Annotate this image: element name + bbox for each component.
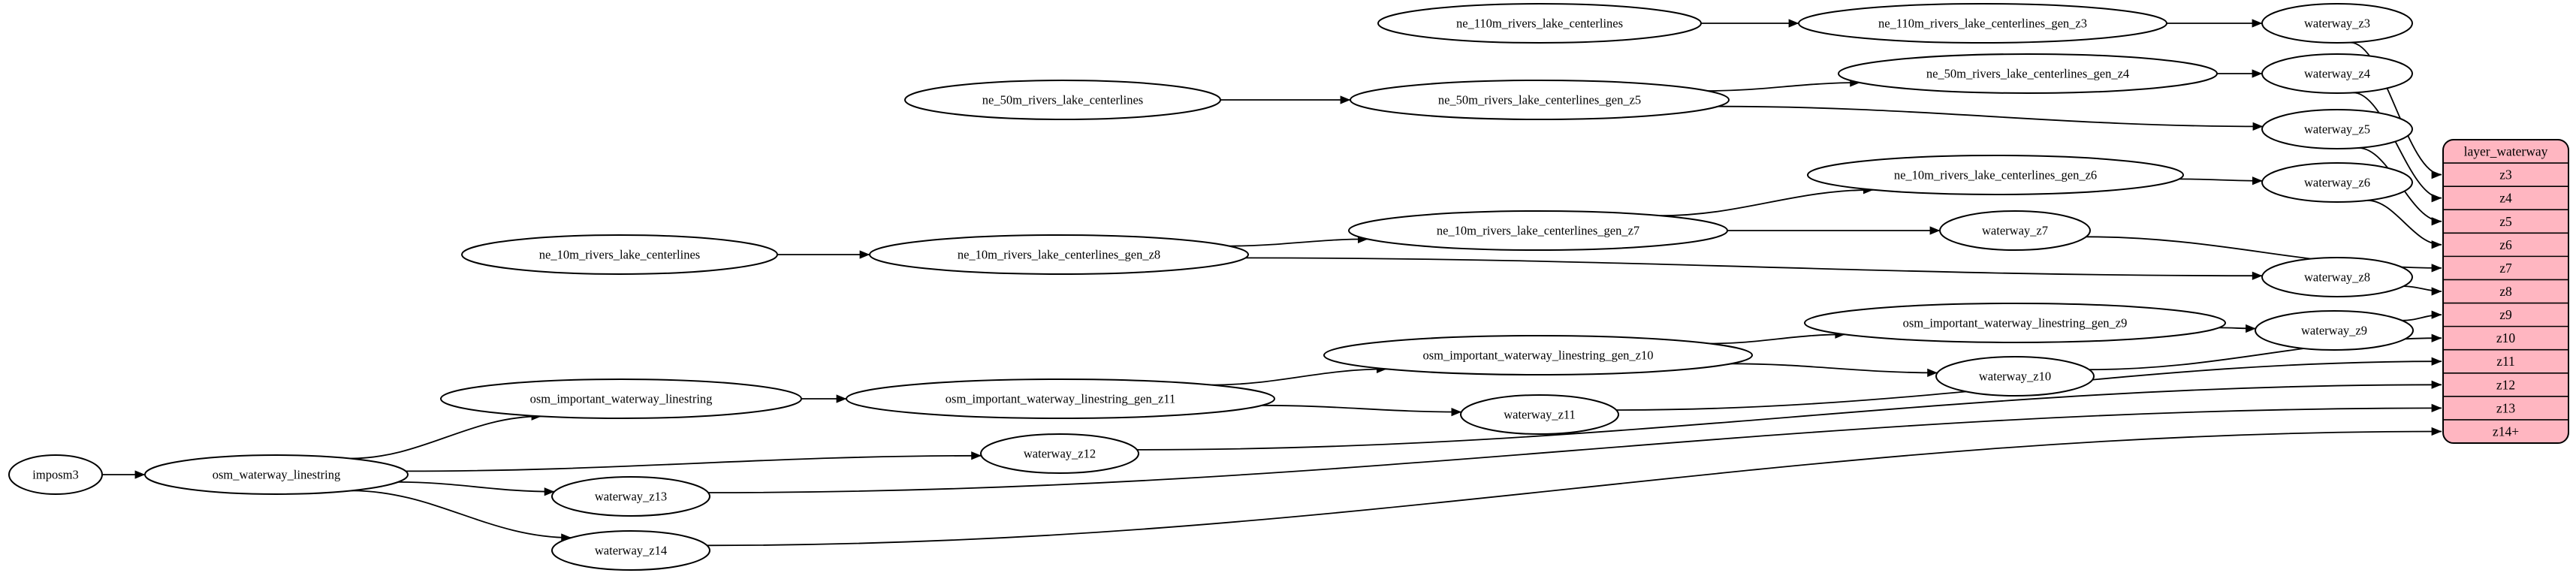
table-row-z14+: z14+: [2493, 424, 2519, 439]
node-label-waterway_z8: waterway_z8: [2304, 270, 2370, 285]
node-label-waterway_z4: waterway_z4: [2304, 67, 2370, 81]
node-label-waterway_z9: waterway_z9: [2301, 324, 2367, 338]
node-waterway_z9: waterway_z9: [2255, 310, 2414, 351]
node-label-waterway_z11: waterway_z11: [1504, 408, 1576, 422]
node-waterway_z14: waterway_z14: [551, 530, 710, 571]
edges-layer: [101, 19, 2442, 547]
node-waterway_z5: waterway_z5: [2261, 109, 2413, 149]
node-label-ne_10m_rivers_lake_centerlines_gen_z6: ne_10m_rivers_lake_centerlines_gen_z6: [1894, 168, 2097, 182]
table-title: layer_waterway: [2464, 144, 2548, 159]
node-ne_10m_rivers_lake_centerlines: ne_10m_rivers_lake_centerlines: [461, 234, 778, 275]
edge-waterway_z9-to-layer_waterway-z9: [2402, 310, 2442, 321]
edge-waterway_z8-to-layer_waterway-z8: [2403, 285, 2442, 296]
node-ne_110m_rivers_lake_centerlines: ne_110m_rivers_lake_centerlines: [1377, 3, 1702, 44]
node-osm_important_waterway_linestring: osm_important_waterway_linestring: [440, 378, 802, 419]
node-label-osm_important_waterway_linestring_gen_z10: osm_important_waterway_linestring_gen_z1…: [1422, 348, 1653, 363]
node-ne_50m_rivers_lake_centerlines_gen_z5: ne_50m_rivers_lake_centerlines_gen_z5: [1350, 80, 1730, 120]
node-label-waterway_z7: waterway_z7: [1982, 224, 2048, 238]
edge-osm_waterway_linestring-to-waterway_z14: [351, 490, 572, 542]
table-row-z5: z5: [2499, 214, 2512, 229]
node-waterway_z8: waterway_z8: [2261, 257, 2413, 297]
node-ne_50m_rivers_lake_centerlines_gen_z4: ne_50m_rivers_lake_centerlines_gen_z4: [1838, 53, 2218, 94]
node-osm_important_waterway_linestring_gen_z11: osm_important_waterway_linestring_gen_z1…: [846, 378, 1275, 419]
node-imposm3: imposm3: [8, 454, 103, 495]
edge-ne_10m_rivers_lake_centerlines_gen_z7-to-ne_10m_rivers_lake_centerlines_gen_z6: [1661, 185, 1874, 217]
edge-waterway_z4-to-layer_waterway-z4: [2353, 92, 2442, 203]
table-row-z3: z3: [2499, 167, 2512, 182]
node-ne_10m_rivers_lake_centerlines_gen_z6: ne_10m_rivers_lake_centerlines_gen_z6: [1807, 155, 2184, 195]
node-label-waterway_z14: waterway_z14: [595, 544, 667, 558]
node-label-osm_important_waterway_linestring_gen_z9: osm_important_waterway_linestring_gen_z9: [1903, 316, 2128, 330]
edge-osm_important_waterway_linestring_gen_z11-to-osm_important_waterway_linestring_gen_z10: [1211, 364, 1387, 386]
table-row-z4: z4: [2499, 191, 2512, 206]
node-label-ne_50m_rivers_lake_centerlines_gen_z5: ne_50m_rivers_lake_centerlines_gen_z5: [1438, 93, 1641, 107]
node-label-waterway_z10: waterway_z10: [1979, 369, 2051, 384]
table-row-z10: z10: [2496, 330, 2516, 345]
table-layer_waterway: layer_waterway z3 z4 z5 z6 z7 z8 z9 z10 z11 z12 z13…: [2442, 139, 2569, 444]
table-row-z6: z6: [2499, 237, 2512, 252]
node-waterway_z10: waterway_z10: [1935, 356, 2095, 397]
node-label-imposm3: imposm3: [32, 468, 78, 482]
table-row-z11: z11: [2496, 354, 2515, 369]
node-label-ne_110m_rivers_lake_centerlines_gen_z3: ne_110m_rivers_lake_centerlines_gen_z3: [1878, 17, 2087, 31]
node-label-ne_50m_rivers_lake_centerlines_gen_z4: ne_50m_rivers_lake_centerlines_gen_z4: [1926, 67, 2129, 81]
node-label-osm_important_waterway_linestring_gen_z11: osm_important_waterway_linestring_gen_z1…: [946, 392, 1175, 406]
node-label-osm_waterway_linestring: osm_waterway_linestring: [213, 468, 340, 482]
edge-osm_important_waterway_linestring_gen_z9-to-waterway_z9: [2219, 324, 2256, 333]
table-row-z7: z7: [2499, 261, 2512, 276]
edge-ne_50m_rivers_lake_centerlines_gen_z5-to-ne_50m_rivers_lake_centerlines_gen_z4: [1707, 78, 1860, 92]
node-label-ne_10m_rivers_lake_centerlines: ne_10m_rivers_lake_centerlines: [539, 248, 700, 262]
node-label-osm_important_waterway_linestring: osm_important_waterway_linestring: [530, 392, 713, 406]
table-row-z8: z8: [2499, 284, 2512, 299]
edge-ne_10m_rivers_lake_centerlines_gen_z6-to-waterway_z6: [2179, 176, 2263, 185]
node-ne_10m_rivers_lake_centerlines_gen_z8: ne_10m_rivers_lake_centerlines_gen_z8: [869, 234, 1249, 275]
node-waterway_z6: waterway_z6: [2261, 162, 2413, 203]
node-label-waterway_z12: waterway_z12: [1024, 447, 1096, 461]
edge-waterway_z6-to-layer_waterway-z6: [2366, 199, 2442, 249]
edge-osm_waterway_linestring-to-waterway_z13: [397, 481, 555, 496]
edge-waterway_z12-to-layer_waterway-z12: [1136, 380, 2442, 451]
node-waterway_z12: waterway_z12: [980, 433, 1139, 474]
node-osm_waterway_linestring: osm_waterway_linestring: [144, 454, 409, 495]
node-osm_important_waterway_linestring_gen_z9: osm_important_waterway_linestring_gen_z9: [1804, 303, 2226, 343]
node-waterway_z3: waterway_z3: [2261, 3, 2413, 44]
edge-waterway_z13-to-layer_waterway-z13: [707, 403, 2442, 493]
edge-osm_important_waterway_linestring_gen_z10-to-osm_important_waterway_linestring_gen_z9: [1709, 330, 1846, 345]
node-osm_important_waterway_linestring_gen_z10: osm_important_waterway_linestring_gen_z1…: [1323, 335, 1753, 375]
node-waterway_z11: waterway_z11: [1460, 394, 1619, 435]
node-ne_110m_rivers_lake_centerlines_gen_z3: ne_110m_rivers_lake_centerlines_gen_z3: [1798, 3, 2167, 44]
node-label-ne_50m_rivers_lake_centerlines: ne_50m_rivers_lake_centerlines: [982, 93, 1143, 107]
edge-ne_10m_rivers_lake_centerlines_gen_z8-to-waterway_z8: [1245, 257, 2263, 280]
node-label-ne_110m_rivers_lake_centerlines: ne_110m_rivers_lake_centerlines: [1456, 17, 1623, 31]
node-label-ne_10m_rivers_lake_centerlines_gen_z8: ne_10m_rivers_lake_centerlines_gen_z8: [958, 248, 1160, 262]
table-row-z13: z13: [2496, 400, 2516, 415]
table-row-z9: z9: [2499, 307, 2512, 322]
edge-ne_50m_rivers_lake_centerlines_gen_z5-to-waterway_z5: [1718, 105, 2264, 131]
node-waterway_z4: waterway_z4: [2261, 53, 2413, 94]
edge-waterway_z3-to-layer_waterway-z3: [2350, 41, 2442, 179]
node-label-waterway_z6: waterway_z6: [2304, 176, 2370, 190]
node-ne_10m_rivers_lake_centerlines_gen_z7: ne_10m_rivers_lake_centerlines_gen_z7: [1348, 210, 1728, 251]
node-waterway_z13: waterway_z13: [551, 476, 710, 517]
node-label-waterway_z5: waterway_z5: [2304, 122, 2370, 137]
node-label-ne_10m_rivers_lake_centerlines_gen_z7: ne_10m_rivers_lake_centerlines_gen_z7: [1437, 224, 1639, 238]
node-label-waterway_z13: waterway_z13: [595, 490, 667, 504]
node-label-waterway_z3: waterway_z3: [2304, 17, 2370, 31]
edge-osm_waterway_linestring-to-osm_important_waterway_linestring: [349, 412, 542, 460]
edge-osm_important_waterway_linestring_gen_z11-to-waterway_z11: [1262, 404, 1462, 417]
table-row-z12: z12: [2496, 377, 2515, 392]
node-waterway_z7: waterway_z7: [1939, 210, 2091, 251]
node-ne_50m_rivers_lake_centerlines: ne_50m_rivers_lake_centerlines: [904, 80, 1221, 120]
edge-osm_waterway_linestring-to-waterway_z12: [406, 451, 982, 472]
edge-ne_10m_rivers_lake_centerlines_gen_z8-to-ne_10m_rivers_lake_centerlines_gen_z7: [1229, 234, 1368, 247]
edge-waterway_z14-to-layer_waterway-z14+: [707, 427, 2442, 547]
edge-osm_important_waterway_linestring_gen_z10-to-waterway_z10: [1730, 363, 1938, 378]
